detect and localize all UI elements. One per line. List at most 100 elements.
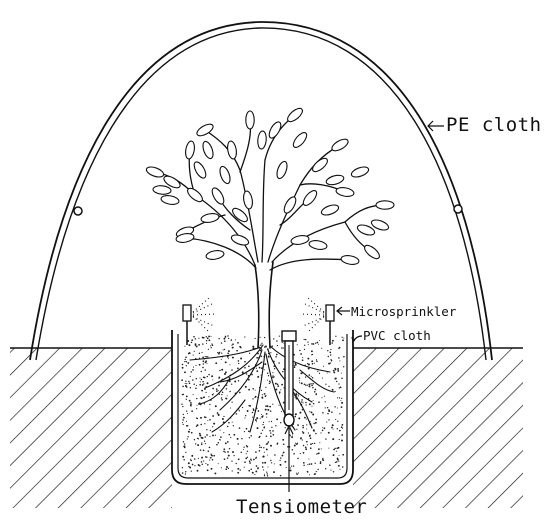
leaf bbox=[230, 233, 250, 247]
soil-dot bbox=[259, 445, 260, 446]
soil-dot bbox=[228, 350, 230, 352]
soil-dot bbox=[269, 421, 270, 422]
soil-dot bbox=[309, 385, 311, 387]
soil-dot bbox=[239, 392, 241, 394]
leaf bbox=[376, 201, 394, 209]
microsprinkler-pointer bbox=[337, 307, 350, 315]
soil-dot bbox=[330, 470, 331, 471]
soil-dot bbox=[311, 411, 313, 413]
soil-dot bbox=[306, 419, 307, 420]
microsprinkler-label: Microsprinkler bbox=[351, 304, 456, 319]
soil-dot bbox=[271, 421, 272, 422]
soil-dot bbox=[300, 353, 302, 355]
soil-dot bbox=[193, 355, 194, 356]
soil-dot bbox=[323, 459, 325, 461]
soil-dot bbox=[278, 362, 280, 364]
leaf bbox=[310, 156, 329, 174]
soil-dot bbox=[335, 419, 336, 420]
soil-dot bbox=[298, 472, 299, 473]
soil-dot bbox=[207, 469, 209, 471]
soil-dot bbox=[185, 383, 186, 384]
soil-dot bbox=[269, 406, 271, 408]
soil-dot bbox=[295, 416, 297, 418]
soil-dot bbox=[190, 402, 192, 404]
soil-dot bbox=[312, 377, 314, 379]
soil-dot bbox=[196, 408, 197, 409]
soil-dot bbox=[301, 373, 302, 374]
soil-dot bbox=[221, 399, 223, 401]
soil-dot bbox=[199, 433, 201, 435]
soil-dot bbox=[270, 432, 271, 433]
soil-dot bbox=[328, 386, 329, 387]
soil-dot bbox=[194, 351, 195, 352]
soil-dot bbox=[218, 378, 219, 379]
soil-dot bbox=[292, 449, 294, 451]
soil-dot bbox=[188, 431, 190, 433]
soil-dot bbox=[324, 427, 326, 429]
soil-dot bbox=[255, 390, 256, 391]
soil-dot bbox=[262, 466, 264, 468]
soil-dot bbox=[272, 377, 274, 379]
soil-dot bbox=[181, 403, 182, 404]
soil-dot bbox=[243, 449, 244, 450]
soil-dot bbox=[274, 463, 275, 464]
soil-dot bbox=[237, 342, 239, 344]
soil-dot bbox=[319, 442, 320, 443]
soil-dot bbox=[286, 467, 287, 468]
soil-dot bbox=[255, 396, 257, 398]
soil-dot bbox=[223, 432, 224, 433]
soil-dot bbox=[207, 376, 208, 377]
tree-trunk bbox=[255, 262, 273, 348]
soil-dot bbox=[341, 398, 342, 399]
soil-dot bbox=[307, 363, 308, 364]
soil-dot bbox=[246, 453, 247, 454]
soil-dot bbox=[293, 465, 294, 466]
soil-dot bbox=[186, 365, 187, 366]
soil-dot bbox=[209, 409, 210, 410]
soil-dot bbox=[308, 432, 309, 433]
soil-dot bbox=[315, 389, 317, 391]
soil-dot bbox=[206, 392, 207, 393]
leaf bbox=[160, 194, 179, 205]
soil-dot bbox=[186, 396, 188, 398]
soil-dot bbox=[283, 453, 284, 454]
soil-dot bbox=[252, 388, 254, 390]
soil-dot bbox=[224, 458, 226, 460]
soil-dot bbox=[204, 403, 205, 404]
soil-dot bbox=[262, 394, 263, 395]
soil-dot bbox=[267, 441, 269, 443]
soil-dot bbox=[262, 430, 263, 431]
soil-dot bbox=[185, 359, 186, 360]
arch-clip-right bbox=[454, 205, 462, 213]
soil-dot bbox=[212, 434, 214, 436]
soil-dot bbox=[312, 354, 313, 355]
soil-dot bbox=[258, 410, 260, 412]
soil-dot bbox=[196, 405, 197, 406]
soil-dot bbox=[208, 450, 210, 452]
soil-dot bbox=[208, 349, 209, 350]
soil-dot bbox=[280, 389, 281, 390]
soil-dot bbox=[252, 417, 253, 418]
soil-dot bbox=[307, 444, 308, 445]
soil-dot bbox=[189, 383, 191, 385]
soil-dot bbox=[221, 394, 222, 395]
soil-dot bbox=[249, 462, 251, 464]
soil-dot bbox=[256, 370, 258, 372]
soil-dot bbox=[298, 417, 300, 419]
soil-dot bbox=[296, 429, 297, 430]
soil-dot bbox=[275, 425, 276, 426]
soil-dot bbox=[184, 443, 185, 444]
leaf bbox=[325, 174, 345, 187]
soil-dot bbox=[315, 473, 316, 474]
soil-dot bbox=[232, 470, 233, 471]
soil-dot bbox=[216, 444, 218, 446]
soil-dot bbox=[264, 363, 266, 365]
soil-dot bbox=[204, 369, 206, 371]
soil-dot bbox=[211, 468, 213, 470]
soil-dot bbox=[183, 446, 184, 447]
soil-dot bbox=[199, 384, 201, 386]
soil-dot bbox=[219, 352, 220, 353]
leaf bbox=[218, 165, 232, 185]
soil-dot bbox=[328, 410, 330, 412]
soil-dot bbox=[198, 338, 199, 339]
